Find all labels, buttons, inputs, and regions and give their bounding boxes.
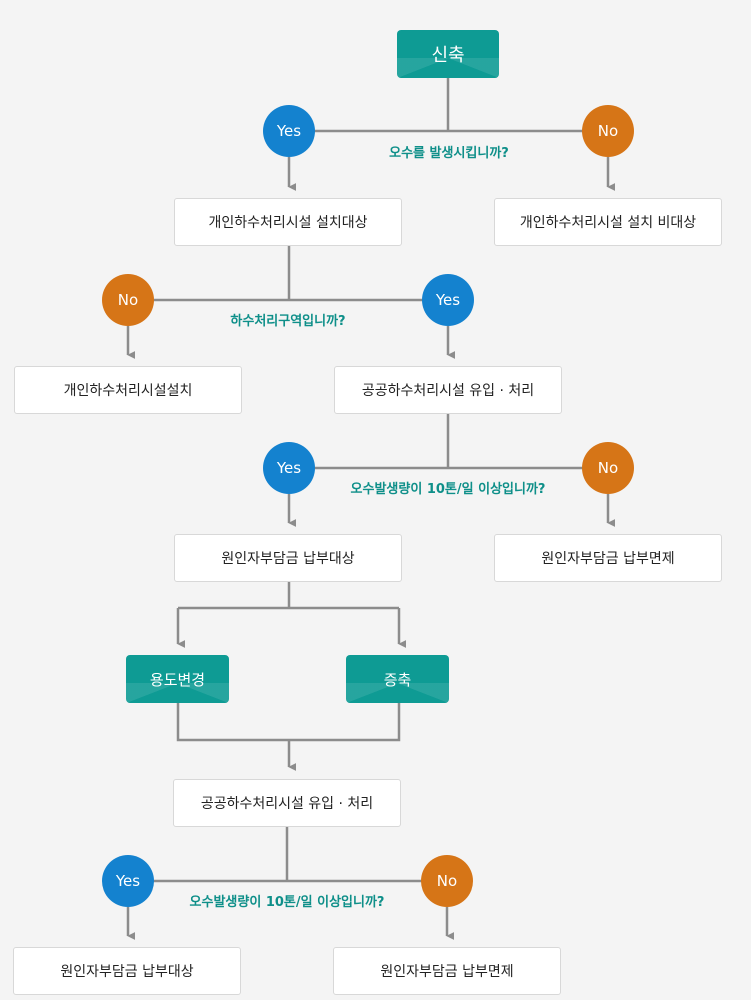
q3-yes-result: 원인자부담금 납부대상 [174,534,402,582]
q1-yes-node: Yes [263,105,315,157]
q4-no-result: 원인자부담금 납부면제 [333,947,561,995]
q3-yes-node: Yes [263,442,315,494]
q1-no-result: 개인하수처리시설 설치 비대상 [494,198,722,246]
q3-question: 오수발생량이 10톤/일 이상입니까? [350,482,546,497]
start-label: 신축 [431,45,465,66]
q2-yes-node: Yes [422,274,474,326]
q2-question: 하수처리구역입니까? [230,314,346,329]
q2-yes-result: 공공하수처리시설 유입 · 처리 [334,366,562,414]
change-use-label: 용도변경 [149,670,206,689]
q4-yes-result: 원인자부담금 납부대상 [13,947,241,995]
start-node: 신축 [397,30,499,78]
merge-result: 공공하수처리시설 유입 · 처리 [173,779,401,827]
q1-no-node: No [582,105,634,157]
q2-no-result: 개인하수처리시설설치 [14,366,242,414]
connector [176,703,401,742]
q1-yes-result: 개인하수처리시설 설치대상 [174,198,402,246]
q4-question: 오수발생량이 10톤/일 이상입니까? [189,895,385,910]
extension-node: 증축 [346,655,449,703]
q3-no-result: 원인자부담금 납부면제 [494,534,722,582]
q4-no-node: No [421,855,473,907]
q2-no-node: No [102,274,154,326]
extension-label: 증축 [383,670,412,689]
q3-no-node: No [582,442,634,494]
q4-yes-node: Yes [102,855,154,907]
q1-question: 오수를 발생시킵니까? [389,146,509,161]
change-use-node: 용도변경 [126,655,229,703]
